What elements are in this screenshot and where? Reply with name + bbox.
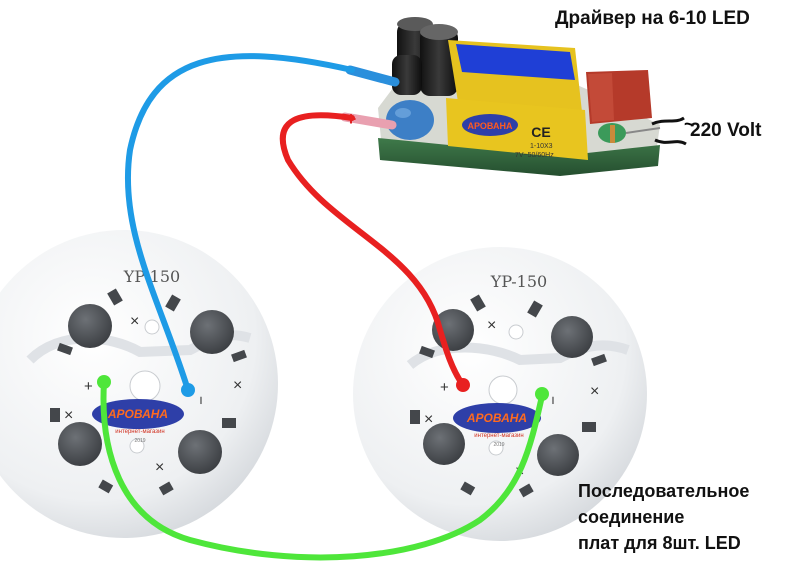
svg-text:×: × — [233, 377, 242, 394]
capacitor-2-top — [420, 24, 458, 40]
bridge-wire-left-solder-point — [97, 375, 111, 389]
ce-mark: CE — [531, 124, 550, 140]
series-connection-caption: Последовательное соединение плат для 8шт… — [578, 478, 793, 556]
caption-line-3: плат для 8шт. LED — [578, 533, 741, 553]
board-left-plus-mark: + — [84, 378, 93, 395]
board-right-led-2 — [551, 316, 593, 358]
board-left-led-2 — [190, 310, 234, 354]
svg-text:×: × — [155, 459, 164, 476]
board-left-center-hole — [129, 370, 161, 402]
svg-text:×: × — [64, 407, 73, 424]
ac-wire-1 — [651, 116, 685, 126]
transformer-coil — [456, 44, 575, 80]
ceramic-capacitor — [386, 100, 434, 140]
board-left-logo-text: АРОВАНА — [107, 407, 168, 421]
board-right-logo-text: АРОВАНА — [466, 411, 527, 425]
negative-wire-solder-point — [181, 383, 195, 397]
positive-wire-solder-point — [456, 378, 470, 392]
board-left-led-1 — [68, 304, 112, 348]
caption-line-2: соединение — [578, 507, 685, 527]
board-left-led-4 — [178, 430, 222, 474]
board-right-logo — [453, 403, 541, 433]
board-right-minus-mark: − — [544, 396, 561, 405]
board-left-model: YP-150 — [123, 267, 180, 286]
driver-logo-text: АРОВАНА — [468, 121, 513, 131]
driver-module-rating: 7V~50/60Hz — [515, 152, 554, 159]
ac-tilde-symbol: ~ — [684, 114, 695, 134]
led-driver-module: АРОВАНА CE 1-10X3 7V~50/60Hz - + — [340, 17, 687, 176]
board-left-logo-sub: интернет-магазин — [115, 429, 164, 435]
series-bridge-wire — [100, 379, 545, 561]
board-right-logo-sub: интернет-магазин — [474, 433, 523, 439]
ac-wire-2 — [654, 138, 687, 146]
board-left-logo — [92, 399, 184, 429]
board-right-center-hole — [488, 375, 518, 405]
caption-line-1: Последовательное — [578, 481, 750, 501]
svg-text:×: × — [424, 411, 433, 428]
positive-wire — [279, 112, 466, 388]
capacitor-2 — [420, 28, 458, 96]
board-right-model: YP-150 — [490, 272, 547, 291]
capacitor-3 — [392, 55, 422, 95]
svg-text:×: × — [590, 383, 599, 400]
negative-wire — [124, 53, 355, 393]
svg-text:×: × — [130, 313, 139, 330]
bridge-wire-right-solder-point — [535, 387, 549, 401]
board-right-plus-mark: + — [440, 379, 449, 396]
driver-logo — [462, 114, 518, 136]
svg-text:×: × — [487, 317, 496, 334]
transformer-label — [446, 98, 588, 160]
driver-pcb — [378, 138, 660, 176]
board-right-led-4 — [537, 434, 579, 476]
driver-title: Драйвер на 6-10 LED — [555, 8, 750, 29]
svg-text:2019: 2019 — [493, 442, 504, 448]
driver-module-code: 1-10X3 — [530, 143, 553, 150]
svg-text:2019: 2019 — [134, 438, 145, 444]
board-left-minus-mark: − — [192, 396, 209, 405]
board-right-led-3 — [423, 423, 465, 465]
board-left-led-3 — [58, 422, 102, 466]
voltage-label: 220 Volt — [690, 120, 762, 141]
led-board-left: YP-150 × × × × + − АРОВАНА интернет-мага… — [0, 230, 278, 538]
output-wire-negative-stub — [345, 65, 400, 87]
